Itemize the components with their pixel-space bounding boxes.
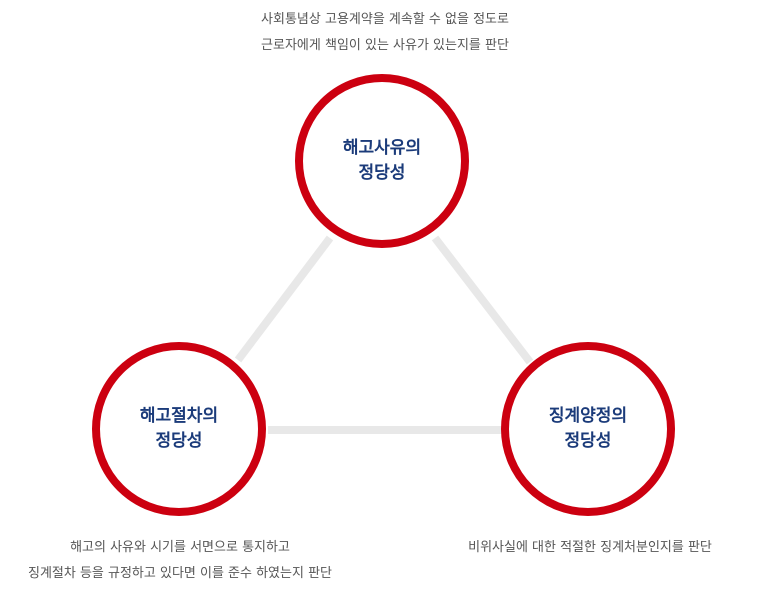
description-line: 비위사실에 대한 적절한 징계처분인지를 판단 xyxy=(468,540,712,555)
disciplinary-measure-description: 비위사실에 대한 적절한 징계처분인지를 판단 xyxy=(410,535,770,561)
dismissal-procedure-description: 해고의 사유와 시기를 서면으로 통지하고 징계절차 등을 규정하고 있다면 이… xyxy=(0,535,360,587)
dismissal-reason-description: 사회통념상 고용계약을 계속할 수 없을 정도로 근로자에게 책임이 있는 사유… xyxy=(135,7,635,59)
circle-title-line: 해고절차의 xyxy=(139,406,219,426)
circle-title-line: 정당성 xyxy=(155,431,203,451)
dismissal-procedure-circle: 해고절차의 정당성 xyxy=(92,342,266,516)
description-line: 근로자에게 책임이 있는 사유가 있는지를 판단 xyxy=(261,38,509,53)
connector-top-left xyxy=(234,235,334,363)
circle-title-line: 정당성 xyxy=(564,431,612,451)
connector-top-right xyxy=(431,235,534,365)
dismissal-reason-circle: 해고사유의 정당성 xyxy=(295,74,469,248)
description-line: 사회통념상 고용계약을 계속할 수 없을 정도로 xyxy=(261,12,509,27)
circle-title-line: 해고사유의 xyxy=(342,138,422,158)
description-line: 해고의 사유와 시기를 서면으로 통지하고 xyxy=(70,540,290,555)
circle-title-line: 정당성 xyxy=(358,163,406,183)
description-line: 징계절차 등을 규정하고 있다면 이를 준수 하였는지 판단 xyxy=(27,566,332,581)
circle-title-line: 징계양정의 xyxy=(548,406,628,426)
disciplinary-measure-circle: 징계양정의 정당성 xyxy=(501,342,675,516)
